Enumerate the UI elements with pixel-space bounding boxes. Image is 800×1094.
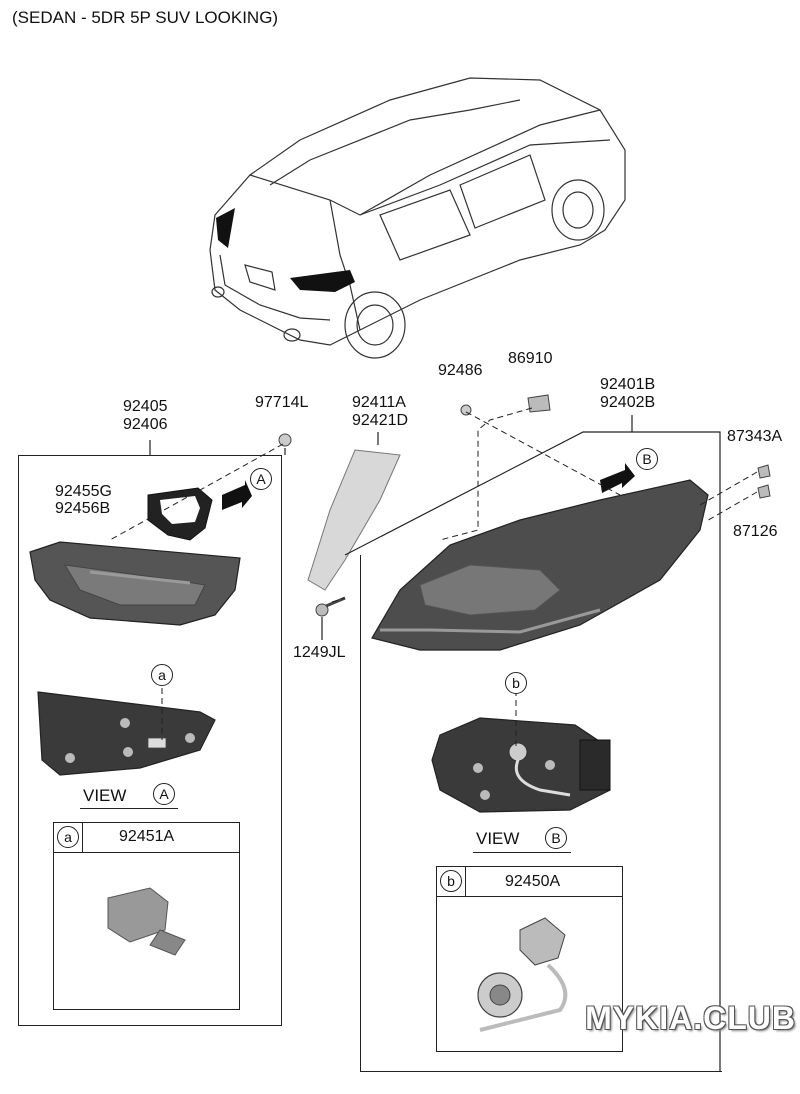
part-number-92401b: 92401B <box>600 376 656 393</box>
detail-box-b-divider-v <box>465 867 466 896</box>
part-number-1249jl: 1249JL <box>293 644 346 661</box>
detail-box-a-divider-v <box>82 823 83 852</box>
view-b-label: VIEW <box>476 829 520 848</box>
outer-lamp-back-view <box>431 717 611 813</box>
diagram-title: (SEDAN - 5DR 5P SUV LOOKING) <box>12 8 279 27</box>
callout-a-small-lamp: a <box>151 664 173 686</box>
part-number-87126: 87126 <box>733 523 778 540</box>
part-number-97714l: 97714L <box>255 394 309 411</box>
detail-box-b-divider <box>437 896 622 897</box>
view-a-callout: A <box>153 783 175 805</box>
car-right-taillight <box>290 270 355 292</box>
left-assembly-frame <box>18 455 282 1026</box>
part-number-92450a: 92450A <box>505 873 561 890</box>
callout-b-upper: B <box>636 448 658 470</box>
view-a-label: VIEW <box>83 786 127 805</box>
part-number-92456b: 92456B <box>55 500 111 517</box>
view-b-arrow <box>600 463 635 493</box>
callout-b-small-lamp: b <box>505 672 527 694</box>
right-assembly-frame <box>360 555 722 1072</box>
view-a-arrow <box>222 480 252 510</box>
part-number-92421d: 92421D <box>352 412 409 429</box>
detail-box-a-divider <box>54 852 239 853</box>
watermark: MYKIA.CLUB <box>585 1000 796 1036</box>
clip-87343a <box>757 464 771 479</box>
detail-box-a-callout: a <box>57 826 79 848</box>
detail-box-b-callout: b <box>440 870 462 892</box>
view-b-callout: B <box>545 827 567 849</box>
garnish-92411a <box>307 449 401 591</box>
nut-92486 <box>460 404 472 416</box>
part-number-92451a: 92451A <box>119 828 175 845</box>
bulb-socket-92450a-overlay <box>477 917 568 1032</box>
part-number-92486: 92486 <box>438 362 483 379</box>
part-number-92402b: 92402B <box>600 394 656 411</box>
inner-lamp-back-view <box>37 691 216 776</box>
suv-car-illustration <box>209 77 626 359</box>
view-b-underline <box>473 852 571 853</box>
part-number-86910: 86910 <box>508 350 553 367</box>
clip-87126 <box>757 484 771 499</box>
part-number-92411a: 92411A <box>352 394 406 411</box>
bolt-86910 <box>527 394 551 413</box>
part-number-92405: 92405 <box>123 398 168 415</box>
part-number-92455g: 92455G <box>55 483 112 500</box>
bracket-lines <box>149 415 721 1072</box>
connector-92451a-overlay <box>107 887 186 956</box>
callout-a-upper: A <box>250 468 272 490</box>
view-a-underline <box>80 808 178 809</box>
car-left-taillight <box>216 208 235 248</box>
nut-97714l <box>278 433 292 447</box>
part-number-92406: 92406 <box>123 416 168 433</box>
leader-lines <box>109 407 758 750</box>
detail-box-92451a: a 92451A <box>53 822 240 1010</box>
part-number-87343a: 87343A <box>727 428 783 445</box>
